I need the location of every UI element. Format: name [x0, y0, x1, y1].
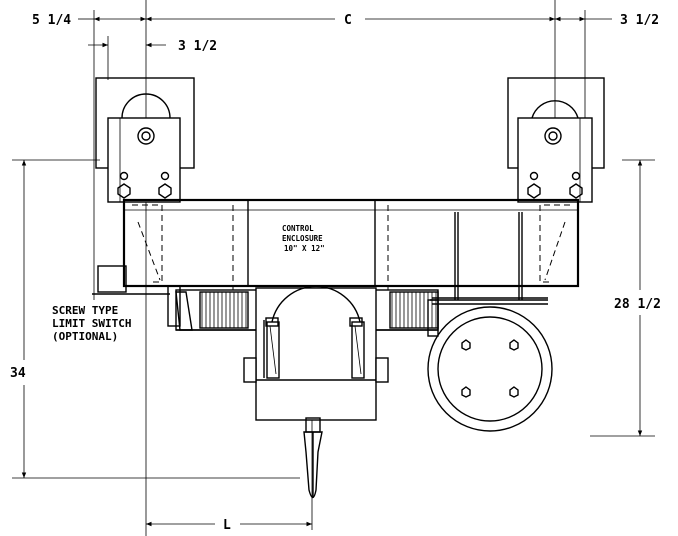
trolley-left — [95, 77, 195, 203]
control-label-1: CONTROL — [282, 224, 314, 233]
control-label-2: ENCLOSURE — [282, 234, 323, 243]
control-label-3: 10" X 12" — [284, 244, 325, 253]
dim-inner-left: 3 1/2 — [178, 39, 217, 54]
hook-block — [243, 285, 389, 499]
dim-height-left: 34 — [10, 366, 26, 381]
main-frame — [122, 198, 580, 300]
limit-switch-label-1: SCREW TYPE — [52, 304, 118, 317]
dimension-lines — [12, 0, 655, 536]
dim-top-right: 3 1/2 — [620, 13, 659, 28]
limit-switch-label-3: (OPTIONAL) — [52, 330, 118, 343]
dim-bottom: L — [223, 518, 231, 533]
limit-switch-label-2: LIMIT SWITCH — [52, 317, 131, 330]
hoist-motor — [427, 299, 553, 432]
dim-top-center: C — [344, 13, 352, 28]
dim-height-right: 28 1/2 — [614, 297, 661, 312]
dim-top-left: 5 1/4 — [32, 13, 71, 28]
trolley-right — [507, 77, 605, 203]
